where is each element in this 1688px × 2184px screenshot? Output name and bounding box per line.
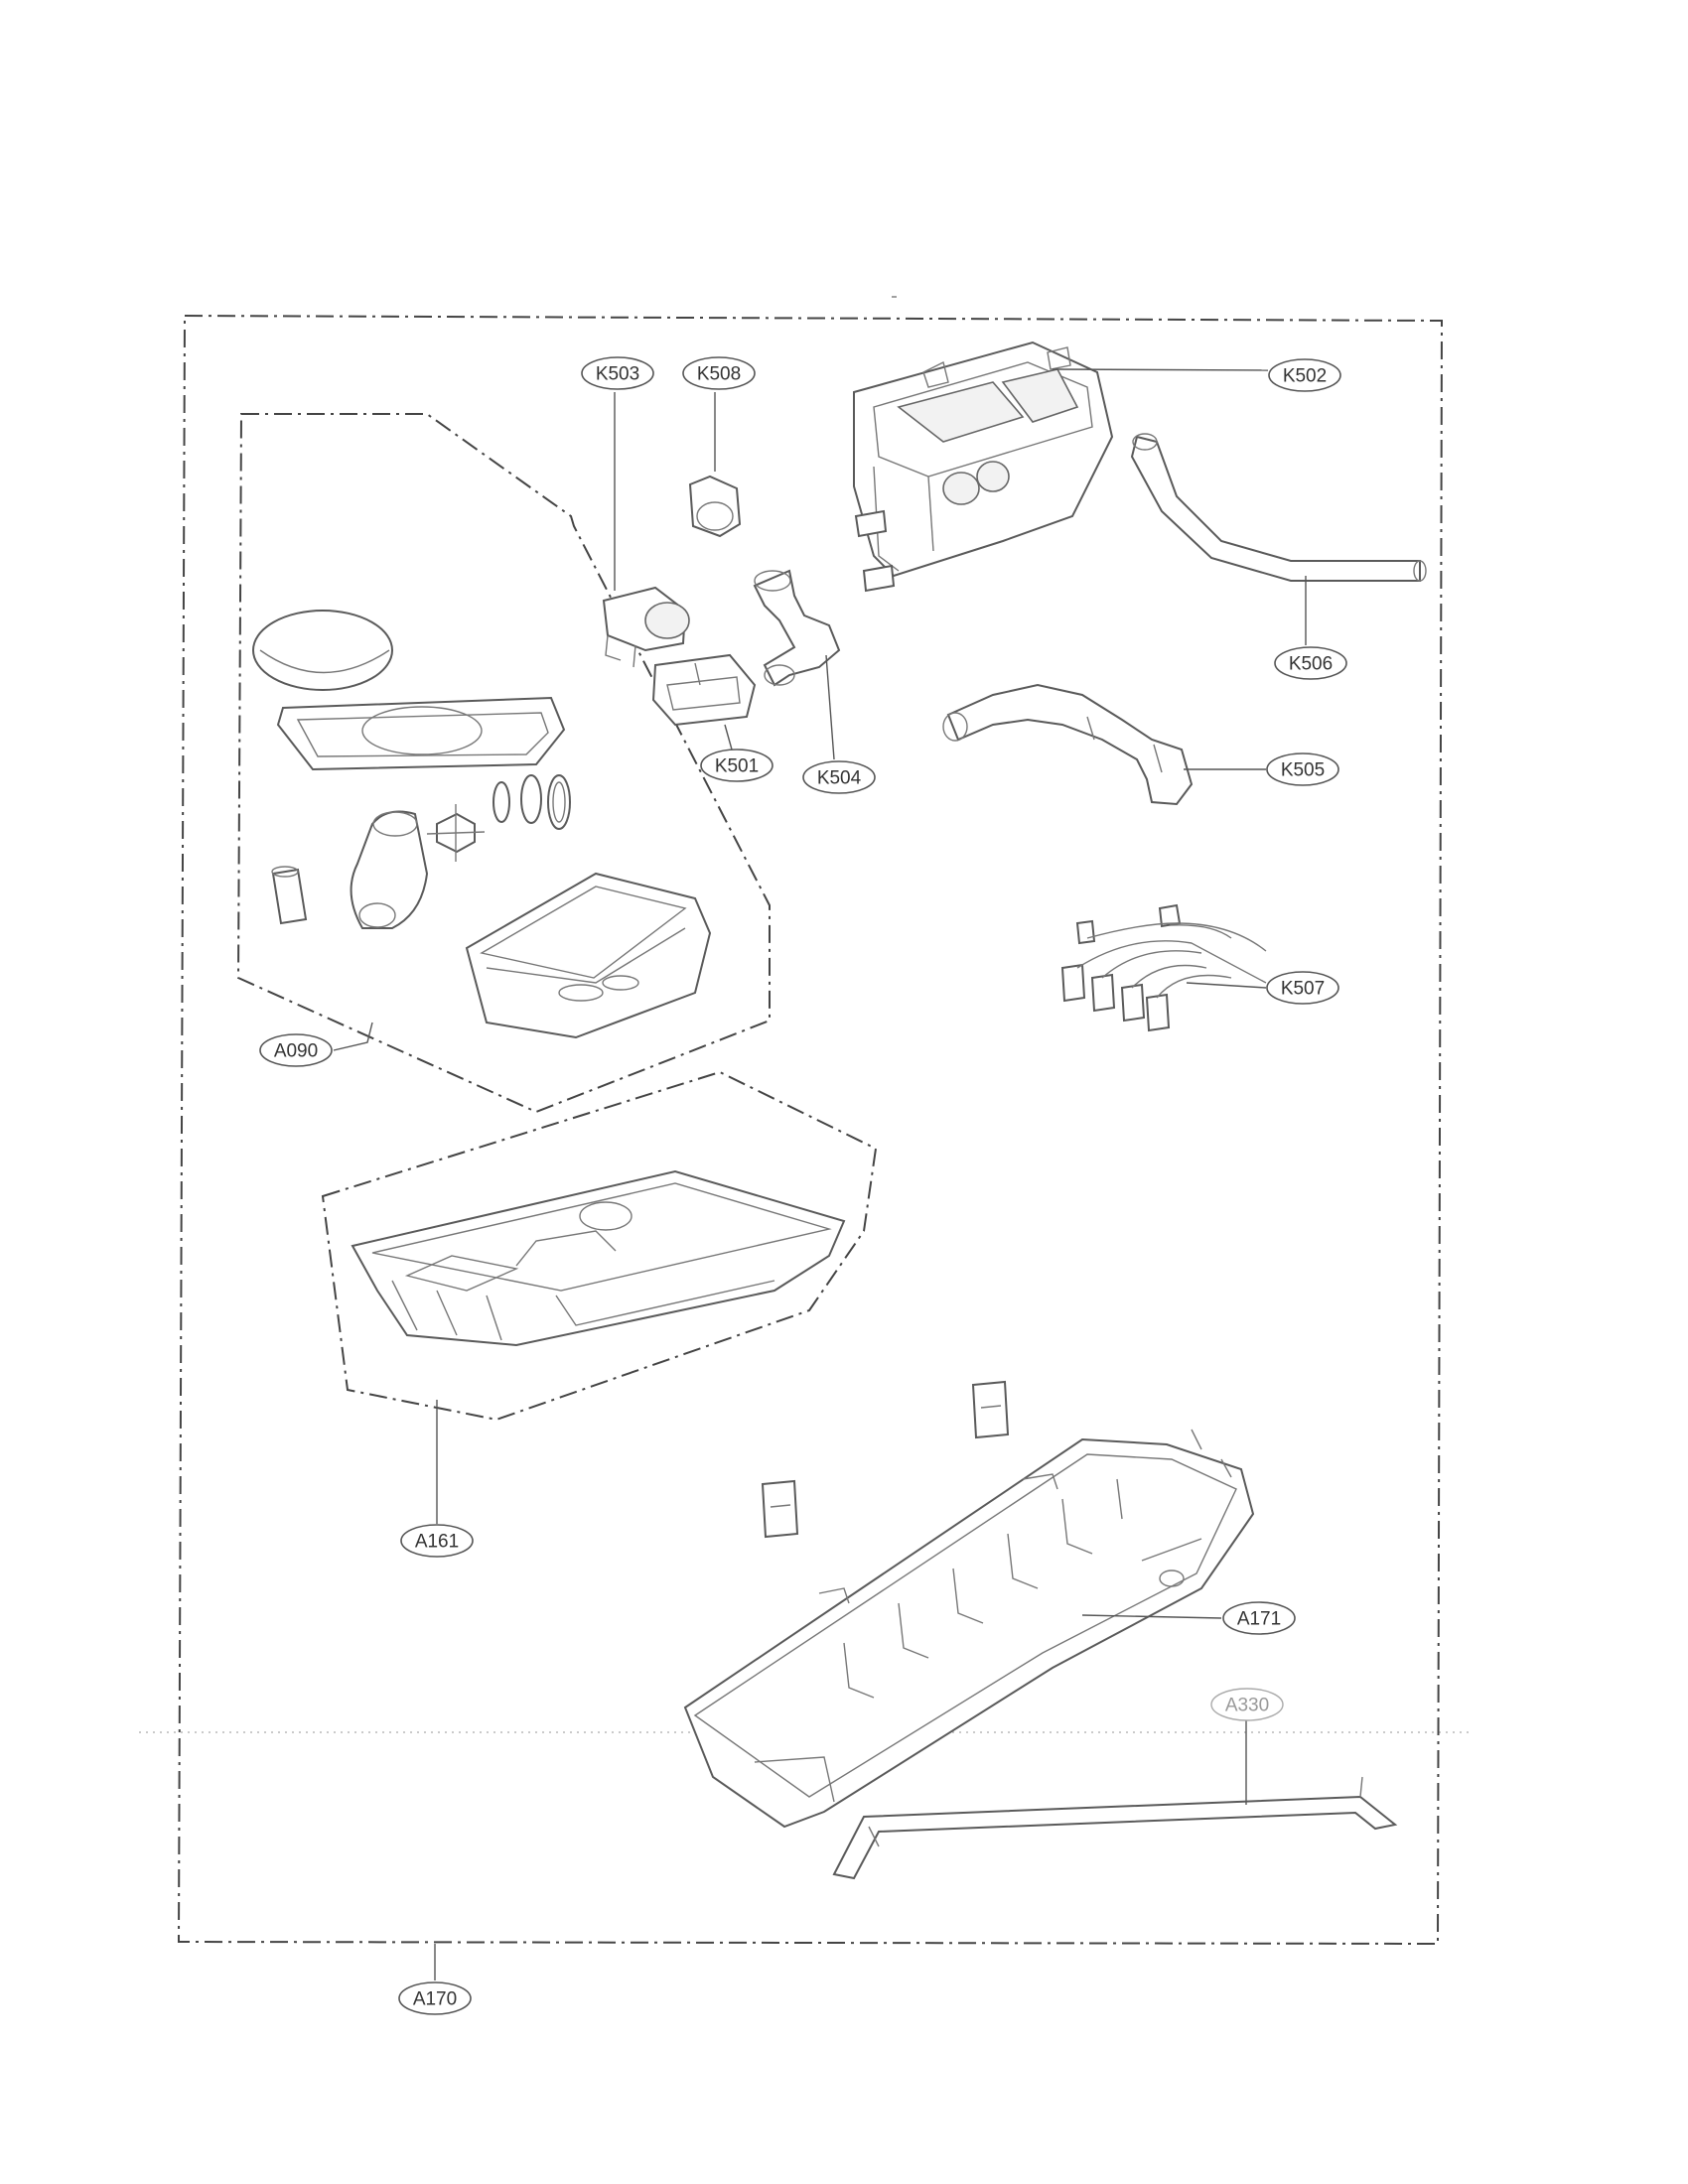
- k504-elbow-hose: [753, 569, 841, 687]
- svg-text:K504: K504: [817, 768, 862, 789]
- callout-k508: K508: [682, 356, 756, 390]
- a090-filter-frame: [276, 696, 566, 771]
- svg-text:K506: K506: [1289, 654, 1333, 675]
- leader-a171: [1081, 1614, 1222, 1619]
- k505-hose: [942, 683, 1194, 806]
- svg-text:K505: K505: [1281, 760, 1325, 781]
- leader-k504: [825, 654, 835, 760]
- a090-connector: [426, 804, 486, 862]
- callout-a330: A330: [1210, 1688, 1284, 1721]
- leader-k501: [724, 724, 733, 751]
- k503-valve: [602, 586, 690, 668]
- svg-text:A330: A330: [1225, 1696, 1269, 1716]
- group-boundary-a090: [236, 413, 771, 1114]
- a171-label-card-1: [971, 1380, 1010, 1439]
- k507-wire-harness: [1060, 903, 1267, 1032]
- k501-bracket: [651, 653, 757, 727]
- leader-k502: [1052, 368, 1269, 371]
- a161-tray: [351, 1169, 846, 1347]
- svg-text:K501: K501: [715, 756, 759, 777]
- callout-a170: A170: [398, 1981, 472, 2015]
- callout-a161: A161: [400, 1524, 474, 1558]
- callout-k504: K504: [802, 760, 876, 794]
- svg-text:K507: K507: [1281, 979, 1325, 1000]
- svg-text:K503: K503: [596, 364, 639, 385]
- leader-k507: [1186, 982, 1267, 989]
- svg-text:K502: K502: [1283, 366, 1327, 387]
- svg-text:A170: A170: [413, 1989, 457, 2010]
- a171-housing: [683, 1429, 1255, 1829]
- k508-clamp: [688, 475, 742, 538]
- callout-k501: K501: [700, 749, 774, 782]
- a090-lid-disc: [252, 610, 393, 691]
- a171-label-card-2: [761, 1479, 799, 1539]
- svg-text:A161: A161: [415, 1532, 459, 1553]
- callout-k505: K505: [1266, 752, 1339, 786]
- k506-long-hose: [1130, 433, 1427, 582]
- callout-k502: K502: [1268, 358, 1341, 392]
- callout-a090: A090: [259, 1033, 333, 1067]
- group-boundary-a161: [321, 1070, 878, 1422]
- svg-text:A090: A090: [274, 1041, 318, 1062]
- svg-text:A171: A171: [1237, 1609, 1281, 1630]
- a090-sleeve: [271, 866, 308, 925]
- svg-text:K508: K508: [697, 364, 741, 385]
- leader-a090: [333, 1022, 373, 1051]
- k502-tank: [853, 341, 1114, 593]
- a090-orings: [492, 774, 571, 830]
- callout-k503: K503: [581, 356, 654, 390]
- a330-bracket: [832, 1776, 1398, 1880]
- callout-k507: K507: [1266, 971, 1339, 1005]
- a090-dispenser-tray: [465, 872, 712, 1039]
- callout-a171: A171: [1222, 1601, 1296, 1635]
- a090-elbow-pipe: [350, 810, 429, 929]
- callout-k506: K506: [1274, 646, 1347, 680]
